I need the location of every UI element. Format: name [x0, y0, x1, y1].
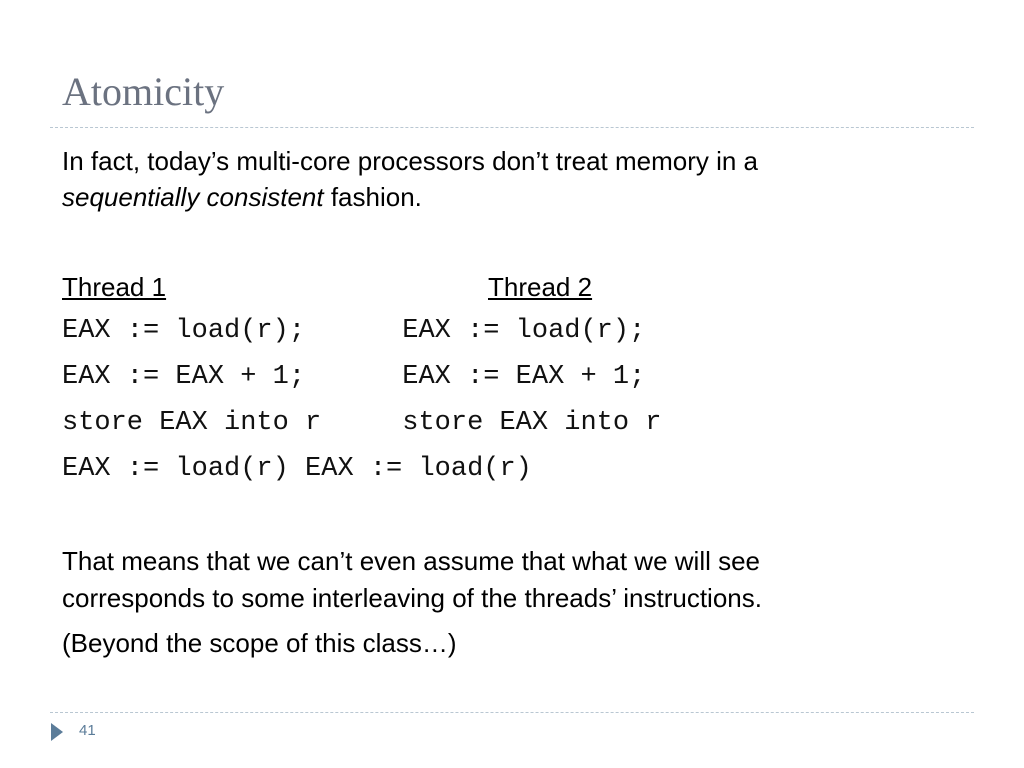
thread-1-heading: Thread 1	[62, 272, 167, 302]
code-line: store EAX into r store EAX into r	[62, 408, 662, 438]
outro-line-1: That means that we can’t even assume tha…	[62, 546, 761, 576]
title-divider	[50, 127, 974, 128]
code-line: EAX := load(r); EAX := load(r);	[62, 316, 646, 346]
code-line: EAX := EAX + 1; EAX := EAX + 1;	[62, 362, 646, 392]
page-number: 41	[79, 722, 96, 739]
footer-divider	[50, 712, 974, 713]
slide-title: Atomicity	[62, 69, 225, 114]
thread-2-heading: Thread 2	[488, 272, 593, 302]
code-line: EAX := load(r) EAX := load(r)	[62, 454, 532, 484]
intro-line-2: sequentially consistent fashion.	[62, 184, 422, 210]
intro-line-2-rest: fashion.	[323, 182, 422, 212]
outro-line-3: (Beyond the scope of this class…)	[62, 628, 457, 658]
play-triangle-icon	[51, 723, 63, 741]
intro-line-1: In fact, today’s multi-core processors d…	[62, 146, 759, 176]
intro-emphasis: sequentially consistent	[62, 182, 324, 212]
outro-line-2: corresponds to some interleaving of the …	[62, 583, 762, 613]
